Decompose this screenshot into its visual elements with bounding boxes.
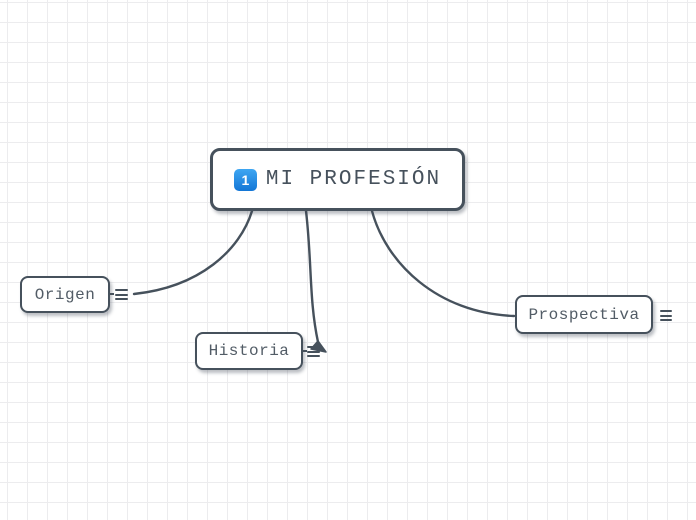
hamburger-icon[interactable] — [115, 289, 128, 300]
connector-dash — [109, 293, 114, 295]
child-node-label: Historia — [208, 342, 290, 360]
connector-root-to-prospectiva — [370, 209, 516, 318]
child-node-label: Origen — [34, 285, 96, 304]
child-node-label: Prospectiva — [528, 305, 640, 324]
root-node-label: MI PROFESIÓN — [265, 168, 442, 191]
connector-root-to-historia — [304, 209, 320, 344]
hamburger-icon[interactable] — [307, 346, 320, 357]
priority-1-badge-icon[interactable]: 1 — [233, 168, 257, 191]
connector-root-to-origen — [132, 209, 254, 296]
node-origen[interactable]: Origen — [20, 276, 110, 313]
connector-dash — [302, 350, 307, 352]
node-mi-profesion[interactable]: 1 MI PROFESIÓN — [210, 148, 465, 211]
node-prospectiva[interactable]: Prospectiva — [515, 295, 653, 334]
hamburger-icon[interactable] — [660, 310, 672, 321]
node-historia[interactable]: Historia — [195, 332, 303, 370]
